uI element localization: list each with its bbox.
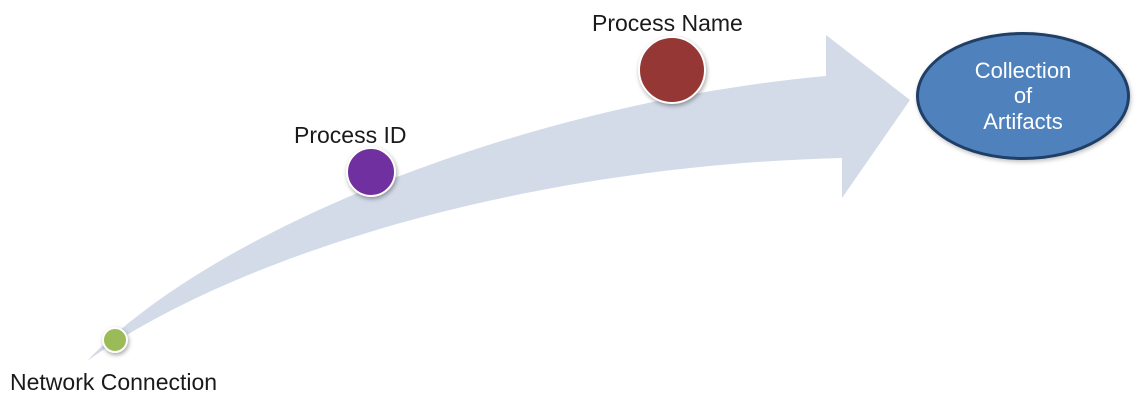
curved-flow-arrow-path: [87, 35, 910, 361]
network-connection-label: Network Connection: [10, 369, 218, 395]
process-id-label: Process ID: [294, 122, 407, 148]
process-id-node: [346, 147, 396, 197]
collection-of-artifacts-node: Collection of Artifacts: [916, 32, 1130, 160]
target-line-1: Collection: [974, 57, 1072, 83]
collection-of-artifacts-text: Collection of Artifacts: [975, 58, 1072, 135]
process-name-label: Process Name: [592, 10, 743, 36]
target-line-2: of: [1013, 83, 1033, 109]
network-connection-node: [102, 327, 128, 353]
target-line-3: Artifacts: [983, 108, 1063, 134]
process-name-node: [638, 36, 706, 104]
